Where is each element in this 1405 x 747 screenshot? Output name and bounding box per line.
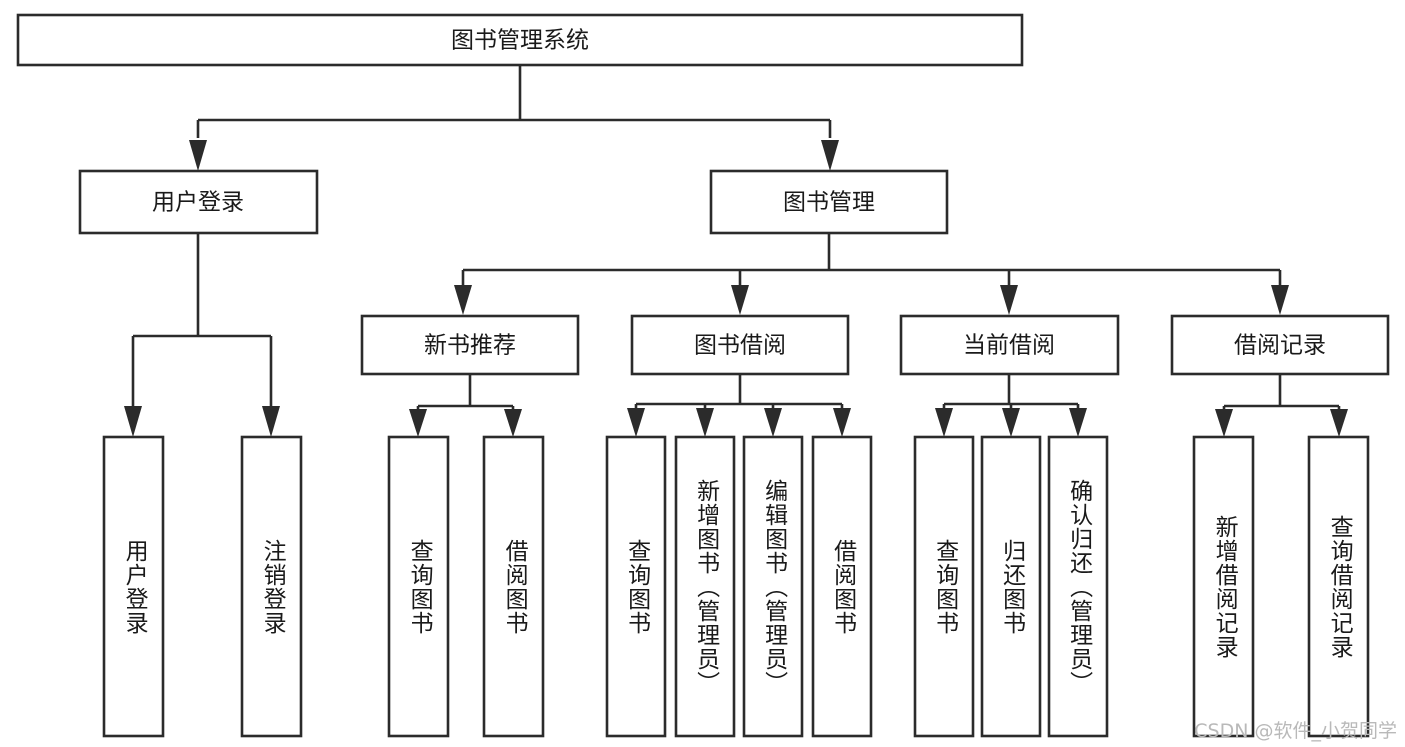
leaf-box-user-login-1[interactable] [240, 435, 303, 738]
node-borrow-record-box[interactable] [1170, 314, 1390, 376]
node-root-label: 图书管理系统 [451, 28, 589, 54]
node-book-borrow-label: 图书借阅 [694, 333, 786, 359]
node-book-borrow[interactable]: 图书借阅 [630, 314, 850, 376]
arrow-head-leaf-bookborrow-2 [764, 408, 782, 437]
leaf-box-borrow-record-1[interactable] [1307, 435, 1370, 738]
node-borrow-record-label: 借阅记录 [1234, 333, 1326, 359]
node-current-borrow-label: 当前借阅 [963, 333, 1055, 359]
arrow-head-leaf-borrowrecord-1 [1330, 409, 1348, 437]
node-current-borrow-box[interactable] [899, 314, 1120, 376]
arrow-head-leaf-newbook-0 [409, 409, 427, 437]
leaf-box-book-borrow-3[interactable] [811, 435, 873, 738]
node-root-box[interactable] [16, 13, 1024, 67]
leaf-box-book-borrow-0[interactable] [605, 435, 667, 738]
node-borrow-record[interactable]: 借阅记录 [1170, 314, 1390, 376]
leaf-box-book-borrow-1[interactable] [674, 435, 736, 738]
node-root[interactable]: 图书管理系统 [16, 13, 1024, 67]
node-book-management[interactable]: 图书管理 [709, 169, 949, 235]
leaf-box-current-borrow-0[interactable] [913, 435, 975, 738]
arrow-head-leaf-user-login-0 [124, 406, 142, 437]
node-book-management-box[interactable] [709, 169, 949, 235]
arrow-head-leaf-user-login-1 [262, 406, 280, 437]
arrow-head-leaf-currentborrow-0 [935, 408, 953, 437]
arrow-head-new-book [454, 285, 472, 315]
leaf-box-borrow-record-0[interactable] [1192, 435, 1255, 738]
node-new-book-recommend-box[interactable] [360, 314, 580, 376]
leaf-box-current-borrow-2[interactable] [1047, 435, 1109, 738]
arrow-head-current-borrow [1000, 285, 1018, 315]
node-new-book-recommend[interactable]: 新书推荐 [360, 314, 580, 376]
node-new-book-recommend-label: 新书推荐 [424, 333, 516, 359]
leaf-box-new-book-0[interactable] [387, 435, 450, 738]
arrow-head-leaf-bookborrow-1 [696, 408, 714, 437]
node-book-management-label: 图书管理 [783, 190, 875, 216]
arrow-head-borrow-record [1271, 285, 1289, 315]
leaf-box-current-borrow-1[interactable] [980, 435, 1042, 738]
arrow-head-book-borrow [731, 285, 749, 315]
arrow-head-userlogin [189, 140, 207, 171]
node-book-borrow-box[interactable] [630, 314, 850, 376]
arrow-head-leaf-bookborrow-0 [627, 408, 645, 437]
node-current-borrow[interactable]: 当前借阅 [899, 314, 1120, 376]
leaf-box-book-borrow-2[interactable] [742, 435, 804, 738]
arrow-head-bookmgmt [821, 140, 839, 171]
arrow-head-leaf-currentborrow-1 [1002, 408, 1020, 437]
leaf-box-new-book-1[interactable] [482, 435, 545, 738]
arrow-head-leaf-borrowrecord-0 [1215, 409, 1233, 437]
arrow-head-leaf-currentborrow-2 [1069, 408, 1087, 437]
node-user-login-label: 用户登录 [152, 190, 244, 216]
arrow-head-leaf-bookborrow-3 [833, 408, 851, 437]
arrow-head-leaf-newbook-1 [504, 409, 522, 437]
node-user-login[interactable]: 用户登录 [78, 169, 319, 235]
leaf-box-user-login-0[interactable] [102, 435, 165, 738]
